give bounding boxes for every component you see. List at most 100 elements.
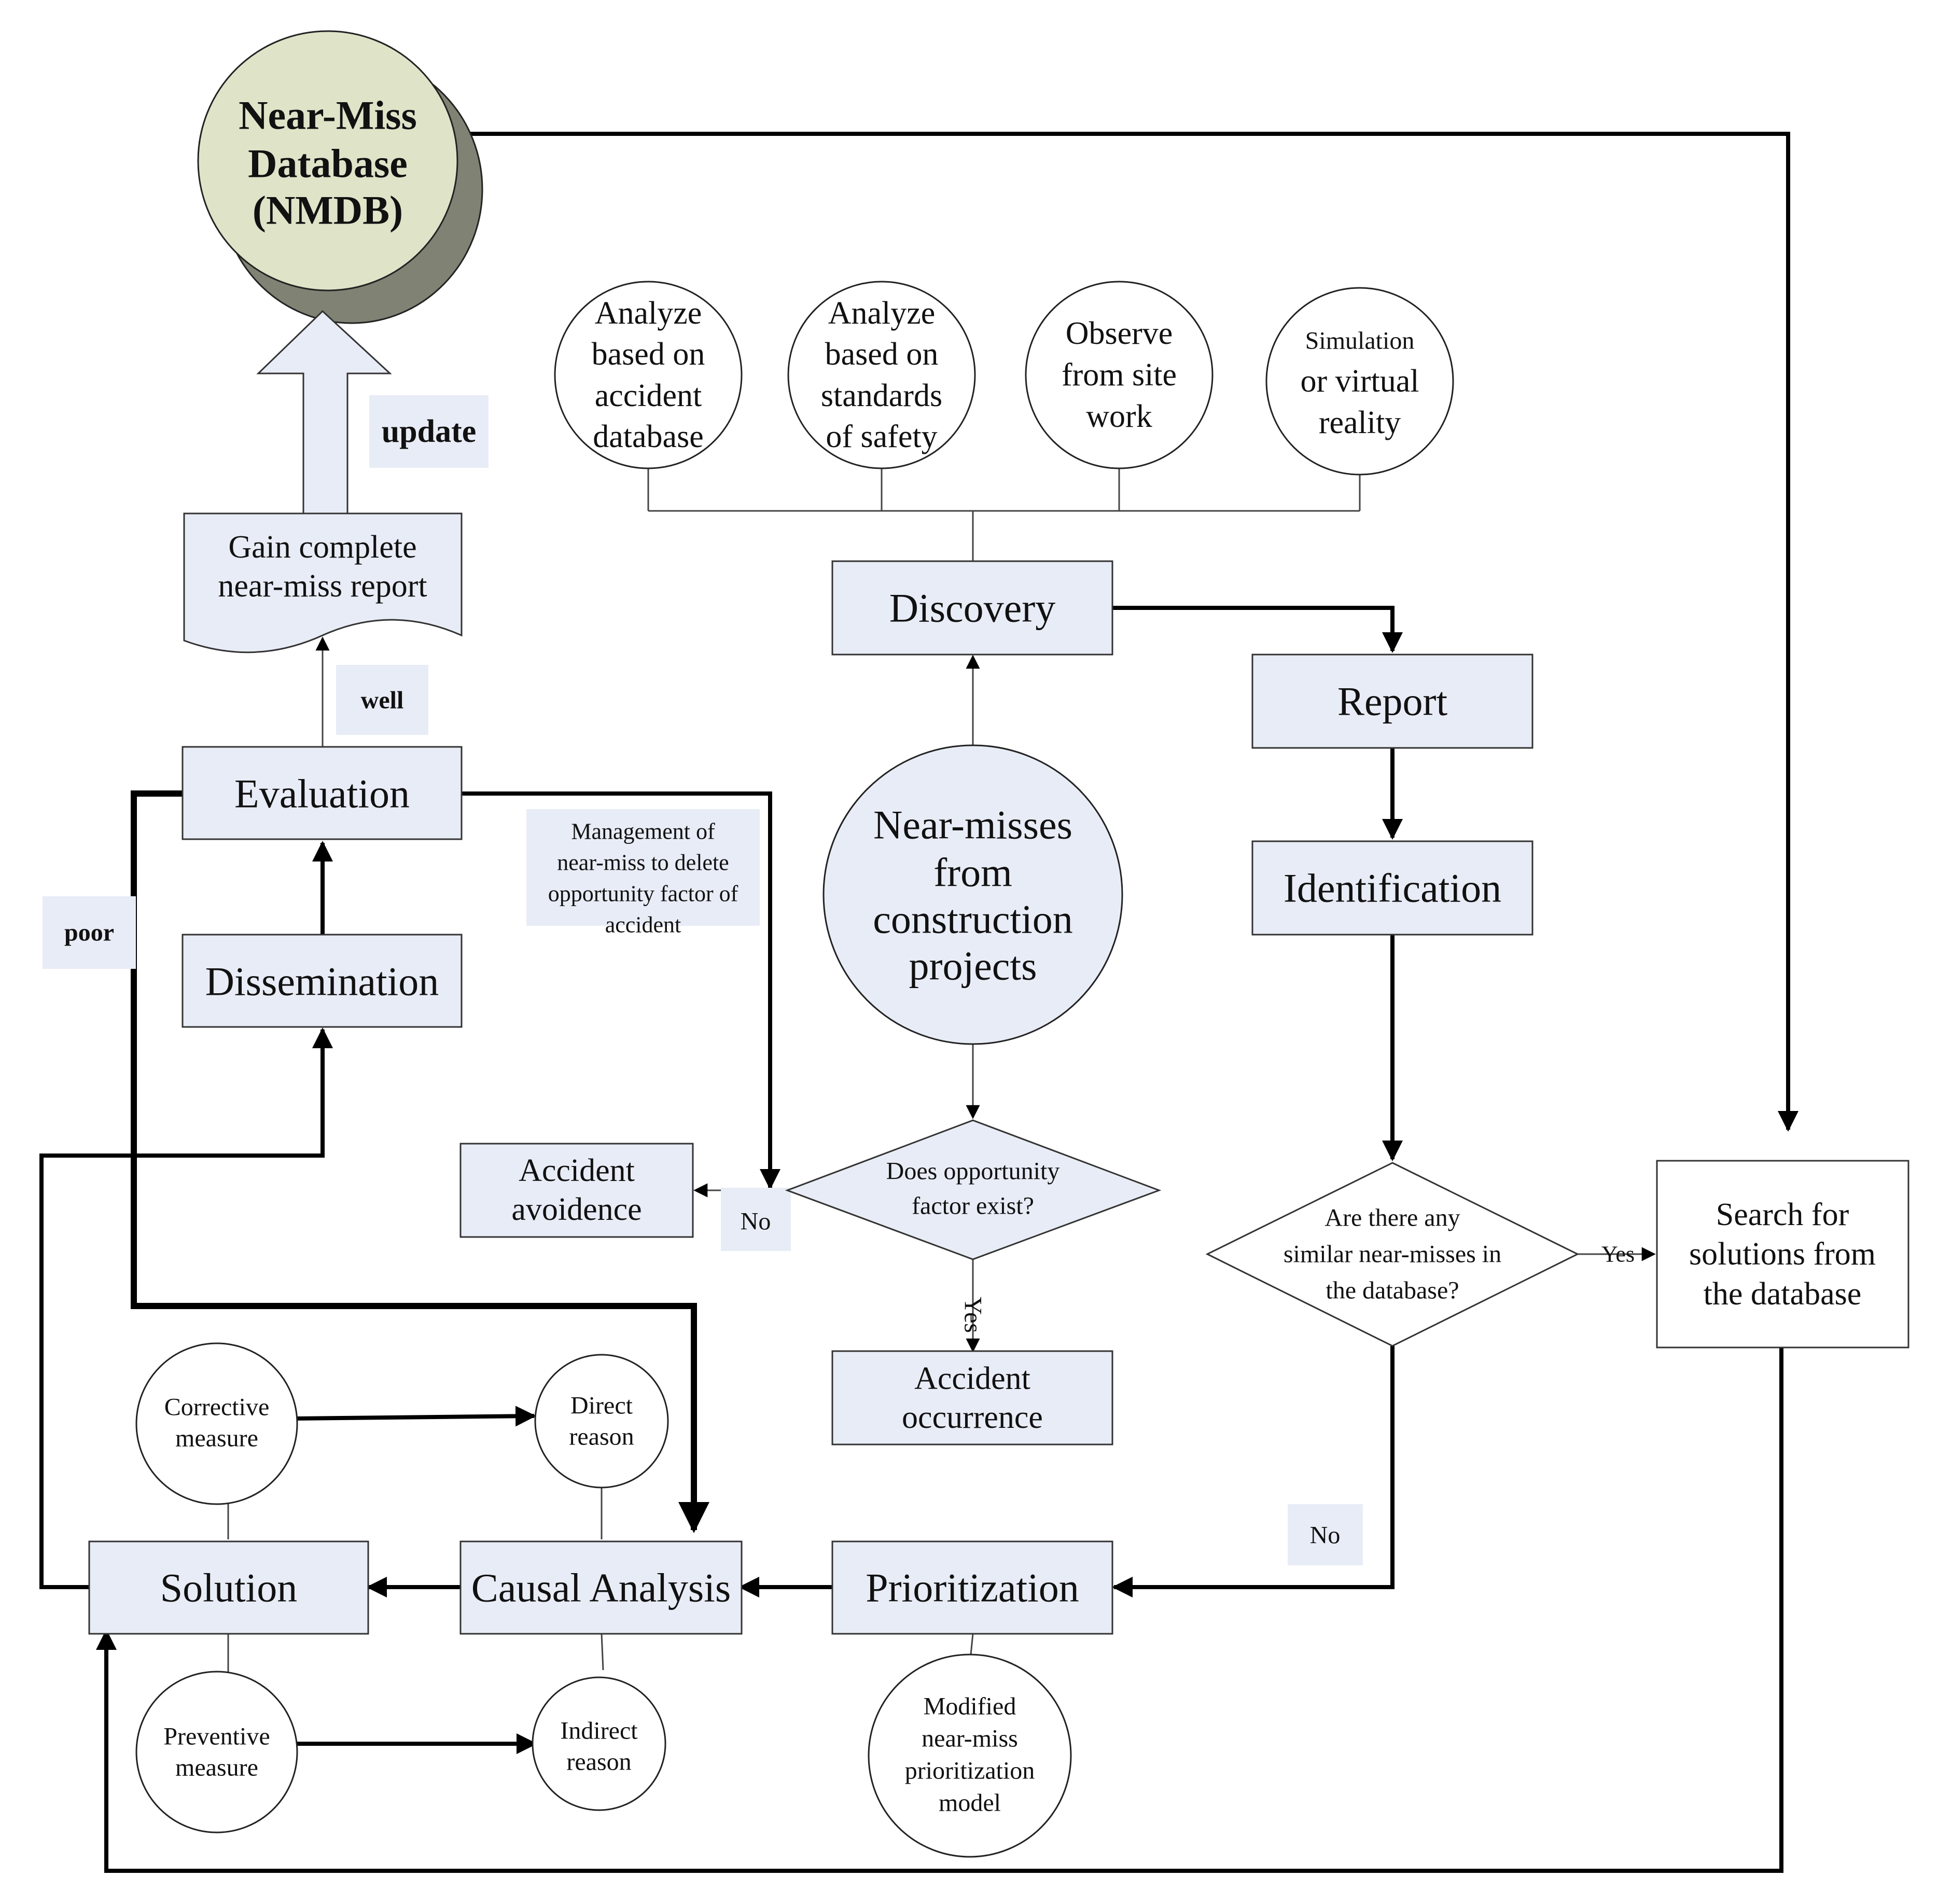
accident-avoidence-box[interactable] xyxy=(459,1143,694,1238)
accident-occurrence-line1: Accident xyxy=(914,1361,1030,1396)
corrective-to-direct-connector xyxy=(294,1406,536,1427)
well-label: well xyxy=(361,687,404,714)
source-line: database xyxy=(593,419,703,454)
indirect-reason-circle: Indirect reason xyxy=(532,1676,666,1811)
indirect-line2: reason xyxy=(566,1748,631,1776)
report-label: Report xyxy=(1337,679,1448,724)
discovery-to-report-connector xyxy=(1112,606,1403,653)
report-box[interactable] xyxy=(1251,654,1533,749)
prioritization-modified-connector xyxy=(970,1633,974,1655)
source-line: accident xyxy=(595,378,702,413)
management-note-line3: opportunity factor of xyxy=(548,881,738,907)
no-left-label-box xyxy=(721,1188,791,1251)
corrective-line1: Corrective xyxy=(164,1394,270,1421)
database-face xyxy=(197,30,458,291)
dissemination-box[interactable] xyxy=(182,934,463,1028)
corrective-measure-circle: Corrective measure xyxy=(135,1342,298,1505)
accident-occurrence-box[interactable] xyxy=(831,1350,1113,1446)
poor-label: poor xyxy=(64,919,114,947)
similar-diamond[interactable] xyxy=(1205,1162,1580,1347)
preventive-measure-circle: Preventive measure xyxy=(135,1671,298,1833)
identification-box[interactable] xyxy=(1251,840,1533,936)
well-label-box xyxy=(336,665,428,735)
search-solutions-box[interactable] xyxy=(1656,1160,1909,1349)
solution-label: Solution xyxy=(160,1565,297,1610)
source-line: Analyze xyxy=(828,296,936,331)
database: Near-Miss Database (NMDB) xyxy=(197,30,483,324)
identification-label: Identification xyxy=(1284,866,1501,911)
yes-right-label: Yes xyxy=(1601,1242,1635,1267)
direct-reason-circle: Direct reason xyxy=(534,1354,669,1489)
solution-box[interactable] xyxy=(88,1540,369,1635)
search-line3: the database xyxy=(1704,1276,1862,1312)
database-title-line2: Database xyxy=(248,141,408,186)
causal-analysis-label: Causal Analysis xyxy=(471,1565,731,1610)
center-line3: construction xyxy=(873,897,1073,942)
discovery-label: Discovery xyxy=(889,586,1056,631)
source-line: Observe xyxy=(1066,316,1173,351)
opportunity-line2: factor exist? xyxy=(912,1192,1034,1220)
search-to-solution-connector xyxy=(96,1339,1783,1873)
source-line: work xyxy=(1086,399,1152,434)
modified-line2: near-miss xyxy=(922,1725,1018,1753)
source-line: Simulation xyxy=(1305,327,1415,355)
update-label-box xyxy=(369,395,489,468)
dissemination-label: Dissemination xyxy=(205,959,439,1004)
management-note-line4: accident xyxy=(605,912,681,938)
corrective-line2: measure xyxy=(175,1425,258,1452)
search-line2: solutions from xyxy=(1689,1236,1876,1272)
gain-report-line2: near-miss report xyxy=(218,568,427,604)
source-circle-site-work: Observe from site work xyxy=(1025,281,1214,469)
prioritization-label: Prioritization xyxy=(866,1565,1079,1610)
accident-avoidence-line1: Accident xyxy=(519,1153,635,1188)
management-note-box xyxy=(526,809,760,926)
evaluation-to-management-connector xyxy=(462,791,780,1190)
database-title-line3: (NMDB) xyxy=(253,188,403,233)
database-title-line1: Near-Miss xyxy=(239,93,417,138)
accident-occurrence-line2: occurrence xyxy=(902,1400,1043,1435)
management-note-line1: Management of xyxy=(571,819,715,844)
source-line: from site xyxy=(1062,357,1177,393)
source-line: of safety xyxy=(826,419,937,454)
poor-label-box xyxy=(43,896,136,969)
evaluation-box[interactable] xyxy=(182,746,463,840)
source-circle-simulation: Simulation or virtual reality xyxy=(1265,287,1454,476)
similar-line3: the database? xyxy=(1326,1277,1459,1304)
preventive-line2: measure xyxy=(175,1754,258,1782)
update-label: update xyxy=(382,414,477,449)
opportunity-diamond[interactable] xyxy=(785,1119,1162,1260)
preventive-line1: Preventive xyxy=(163,1723,270,1750)
prioritization-box[interactable] xyxy=(831,1540,1113,1635)
near-misses-circle: Near-misses from construction projects xyxy=(822,744,1123,1045)
update-block-arrow xyxy=(256,310,392,515)
similar-to-prioritization-connector xyxy=(1112,1346,1395,1597)
poor-loop-connector xyxy=(131,790,709,1533)
yes-down-label: Yes xyxy=(959,1297,987,1333)
source-line: based on xyxy=(825,337,939,372)
center-line2: from xyxy=(933,850,1012,895)
gain-report-document xyxy=(183,512,463,654)
direct-line1: Direct xyxy=(570,1392,633,1420)
causal-analysis-box[interactable] xyxy=(459,1540,743,1635)
modified-line1: Modified xyxy=(924,1693,1016,1720)
center-line1: Near-misses xyxy=(873,802,1072,847)
accident-avoidence-line2: avoidence xyxy=(511,1192,642,1227)
causal-indirect-connector xyxy=(601,1633,604,1671)
gain-report-line1: Gain complete xyxy=(228,530,416,565)
search-line1: Search for xyxy=(1716,1197,1849,1232)
indirect-line1: Indirect xyxy=(560,1717,638,1745)
center-line4: projects xyxy=(909,943,1037,989)
db-to-search-connector xyxy=(467,132,1798,1132)
management-note-line2: near-miss to delete xyxy=(557,850,729,875)
modified-line4: model xyxy=(939,1789,1001,1817)
source-line: reality xyxy=(1319,405,1401,440)
no-left-label: No xyxy=(741,1208,771,1235)
evaluation-label: Evaluation xyxy=(234,771,410,816)
modified-model-circle: Modified near-miss prioritization model xyxy=(868,1653,1072,1858)
source-line: based on xyxy=(592,337,705,372)
similar-line2: similar near-misses in xyxy=(1284,1241,1501,1268)
discovery-box[interactable] xyxy=(831,560,1113,656)
solution-to-dissemination-connector xyxy=(39,1027,333,1589)
source-line: Analyze xyxy=(595,296,702,331)
